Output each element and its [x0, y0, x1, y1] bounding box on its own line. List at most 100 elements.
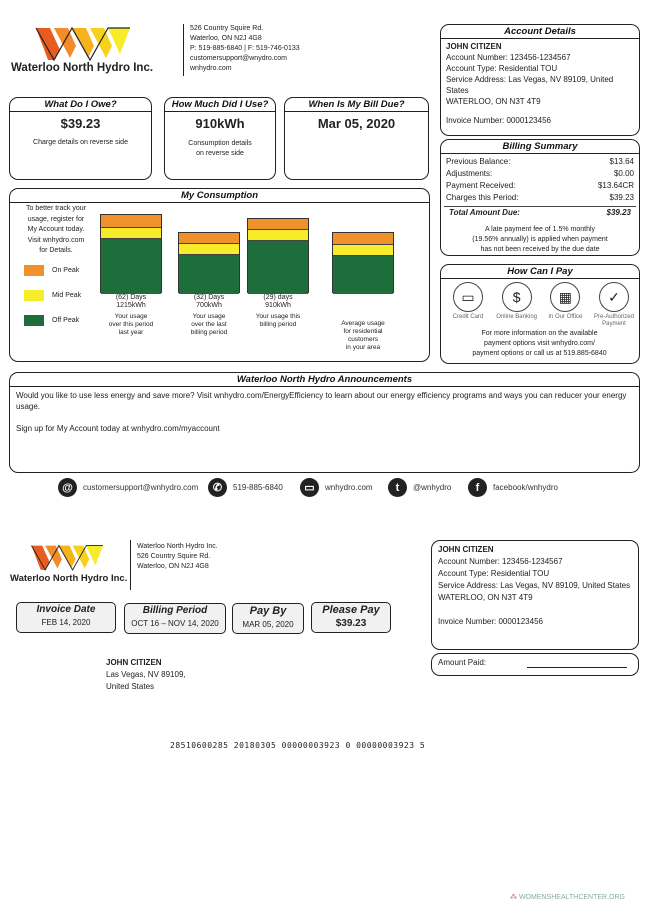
stub-account-name: JOHN CITIZEN [438, 545, 494, 554]
micr-line: 28510600285 20180305 00000003923 0 00000… [170, 741, 426, 750]
contact-item[interactable]: ✆519-885-6840 [208, 478, 300, 497]
owe-note: Charge details on reverse side [33, 139, 128, 146]
late-fee-line-1: A late payment fee of 1.5% monthly [484, 226, 596, 233]
contact-text: wnhydro.com [325, 483, 373, 492]
twitter-icon: t [388, 478, 407, 497]
please-pay-box: Please Pay $39.23 [311, 602, 391, 633]
contact-bar: @ customersupport@wnhydro.com ✆519-885-684… [58, 478, 618, 497]
stub-account-number: Account Number: 123456-1234567 [438, 557, 563, 566]
invoice-date-label: Invoice Date [36, 604, 96, 615]
intro-line: usage, register for [27, 215, 85, 223]
usage-box: How Much Did I Use? 910kWh Consumption d… [164, 97, 276, 180]
pay-method[interactable]: ▦In Our Office [542, 282, 588, 328]
summary-value: $13.64 [609, 157, 634, 166]
pay-method-label: Credit Card [452, 314, 484, 320]
consumption-bar [178, 232, 240, 294]
intro-line: Visit wnhydro.com [27, 236, 85, 244]
watermark-dots-icon: ⁂ [510, 894, 517, 901]
bar-desc: billing period [259, 321, 297, 328]
legend-item: On Peak [24, 265, 79, 276]
bar-desc: Average usage [341, 320, 385, 327]
owe-amount: $39.23 [60, 116, 101, 131]
usage-note-2: on reverse side [196, 150, 244, 157]
pay-by-date: MAR 05, 2020 [242, 620, 294, 629]
stub-co-line-1: Waterloo North Hydro Inc. [137, 543, 218, 550]
legend-label: Off Peak [52, 317, 80, 324]
amount-paid-box: Amount Paid: [431, 653, 639, 676]
stub-service-address: Service Address: Las Vegas, NV 89109, Un… [438, 581, 631, 590]
pay-more-2[interactable]: payment options visit wnhydro.com/ [484, 340, 595, 347]
off-peak-segment [101, 239, 161, 294]
mid-peak-segment [101, 228, 161, 239]
announcement-energy: Would you like to use less energy and sa… [16, 391, 627, 411]
laptop-icon: ▭ [300, 478, 319, 497]
bar-desc: Your usage this [255, 313, 301, 320]
summary-value: $39.23 [609, 193, 634, 202]
bar-desc: Your usage [114, 313, 148, 320]
bar-kwh: 700kWh [196, 302, 222, 309]
billing-period-label: Billing Period [142, 605, 208, 616]
pay-method-label: Online Banking [496, 314, 537, 320]
pay-options-box: How Can I Pay ▭Credit Card$Online Bankin… [440, 264, 640, 364]
pay-method[interactable]: ▭Credit Card [445, 282, 491, 328]
please-pay-amount: $39.23 [335, 618, 367, 629]
legend-label: On Peak [52, 267, 80, 274]
company-website[interactable]: wnhydro.com [190, 65, 232, 72]
off-peak-segment [333, 256, 393, 294]
summary-label: Previous Balance: [446, 157, 511, 166]
total-due-row: Total Amount Due: $39.23 [444, 206, 636, 219]
bar-days: (32) Days [193, 294, 225, 301]
address-line-2: Waterloo, ON N2J 4G8 [190, 35, 262, 42]
bar-desc: customers [348, 336, 378, 343]
bar-desc: over the last [191, 321, 227, 328]
mailing-name: JOHN CITIZEN [106, 658, 162, 667]
legend-item: Off Peak [24, 315, 79, 326]
at-icon: @ [58, 478, 77, 497]
contact-item[interactable]: @ customersupport@wnhydro.com [58, 478, 208, 497]
pay-by-label: Pay By [249, 605, 287, 617]
announcements-body: Would you like to use less energy and sa… [10, 387, 639, 437]
cheque-icon: ✓ [598, 282, 629, 312]
contact-text: facebook/wnhydro [493, 483, 558, 492]
stub-logo [30, 542, 106, 572]
legend-swatch [24, 265, 44, 276]
company-email[interactable]: customersupport@wnydro.com [190, 55, 287, 62]
contact-text: customersupport@wnhydro.com [83, 483, 199, 492]
account-number: Account Number: 123456-1234567 [446, 53, 571, 62]
account-type: Account Type: Residential TOU [446, 64, 558, 73]
service-city: WATERLOO, ON N3T 4T9 [446, 97, 541, 106]
account-details-box: Account Details JOHN CITIZEN Account Num… [440, 24, 640, 136]
on-peak-segment [179, 233, 239, 244]
online-banking-icon: $ [501, 282, 532, 312]
billing-summary-header: Billing Summary [441, 140, 639, 154]
mid-peak-segment [333, 245, 393, 256]
bar-desc: in your area [345, 344, 381, 351]
bar-desc: over this period [108, 321, 154, 328]
summary-label: Charges this Period: [446, 193, 519, 202]
contact-item[interactable]: ▭ wnhydro.com [300, 478, 388, 497]
legend-label: Mid Peak [52, 292, 82, 299]
on-peak-segment [333, 233, 393, 245]
stub-invoice-number: Invoice Number: 0000123456 [438, 617, 543, 626]
consumption-bar [332, 232, 394, 294]
bar-desc: last year [118, 329, 144, 336]
contact-text: @wnhydro [413, 483, 452, 492]
contact-item[interactable]: t @wnhydro [388, 478, 468, 497]
stub-company-address: Waterloo North Hydro Inc. 526 Country Sq… [137, 542, 218, 572]
phone-fax: P: 519-885-6840 | F: 519-746-0133 [190, 45, 300, 52]
usage-header: How Much Did I Use? [165, 98, 275, 112]
usage-amount: 910kWh [195, 116, 245, 131]
amount-paid-line[interactable] [527, 667, 627, 668]
pay-method[interactable]: $ Online Banking [494, 282, 540, 328]
address-line-1: 526 Country Squire Rd. [190, 25, 264, 32]
consumption-bar [247, 218, 309, 294]
pay-method[interactable]: ✓Pre-Authorized Payment [591, 282, 637, 328]
bar-desc: for residential [343, 328, 383, 335]
